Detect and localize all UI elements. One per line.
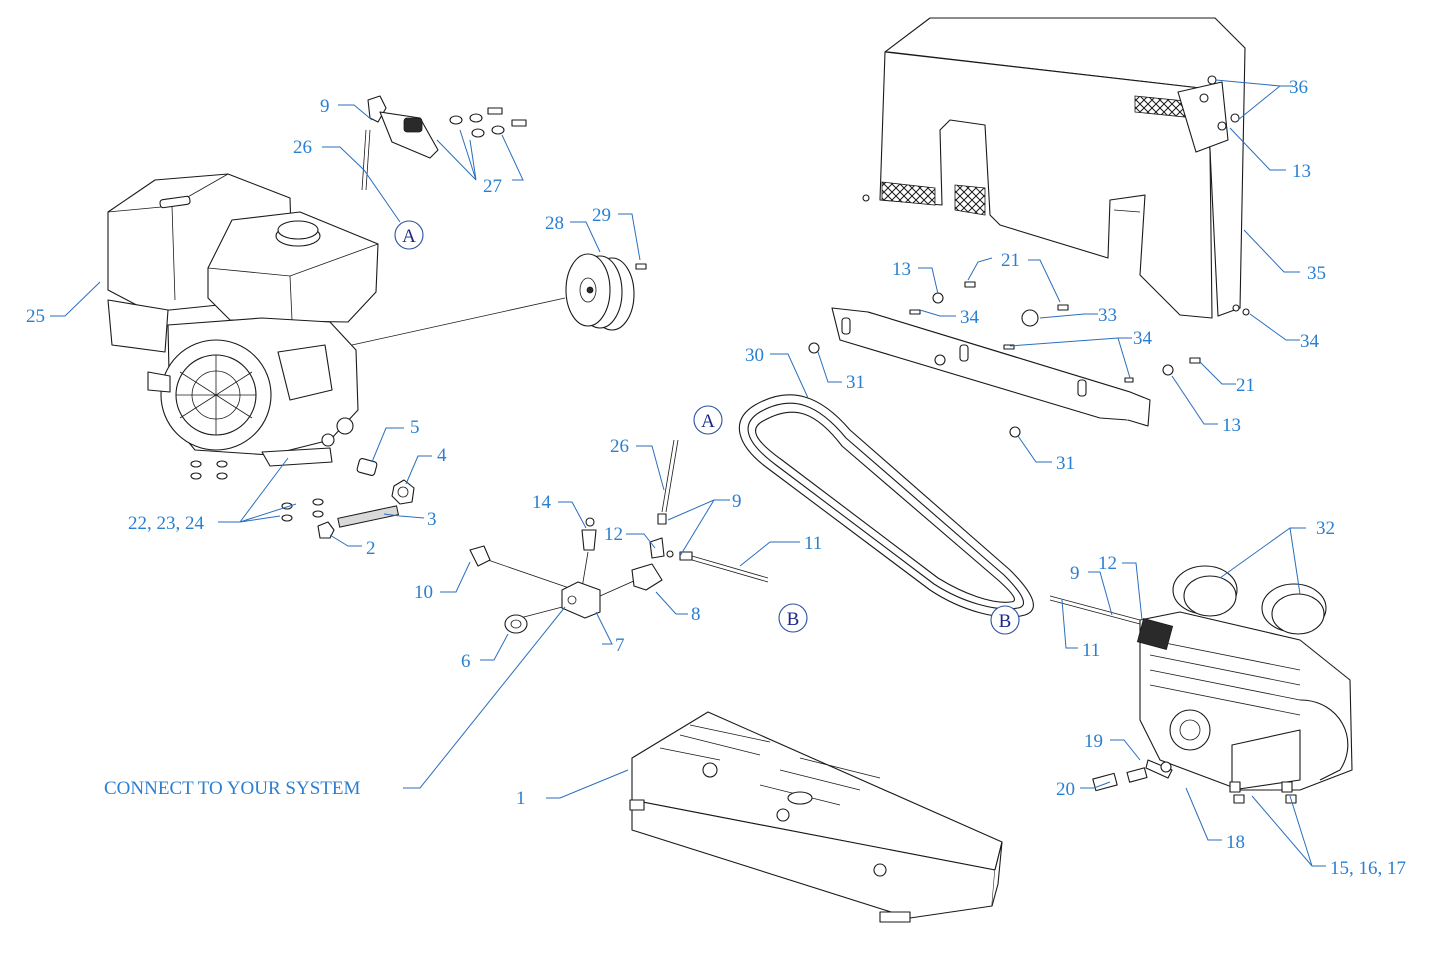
callout-2: 2 — [366, 538, 376, 559]
connector-a-mid-label: A — [701, 411, 715, 432]
v-belt — [738, 394, 1034, 618]
connector-b-left-label: B — [787, 609, 800, 630]
callout-labels: 9 26 27 25 28 29 5 4 3 2 22, 23, 24 14 2… — [26, 77, 1406, 879]
callout-9-throttle: 9 — [320, 96, 330, 117]
callout-7: 7 — [615, 635, 625, 656]
callout-12-pilot: 12 — [604, 524, 623, 545]
callout-19: 19 — [1084, 731, 1103, 752]
callout-32: 32 — [1316, 518, 1335, 539]
callout-8: 8 — [691, 604, 701, 625]
pilot-valve-fittings — [469, 439, 769, 634]
connector-b-right-label: B — [999, 611, 1012, 632]
callout-33: 33 — [1098, 305, 1117, 326]
callout-21-top: 21 — [1001, 250, 1020, 271]
base-frame — [629, 711, 1003, 923]
pulley-28 — [565, 253, 647, 331]
callout-5: 5 — [410, 417, 420, 438]
callout-35: 35 — [1307, 263, 1326, 284]
callout-6: 6 — [461, 651, 471, 672]
callout-29: 29 — [592, 205, 611, 226]
connector-a-mid: A — [693, 405, 723, 435]
callout-31-bottom: 31 — [1056, 453, 1075, 474]
callout-13-guard: 13 — [1292, 161, 1311, 182]
callout-34-guard: 34 — [1300, 331, 1320, 352]
callout-26-throttle: 26 — [293, 137, 312, 158]
callout-22-23-24: 22, 23, 24 — [128, 513, 205, 534]
callout-31-left: 31 — [846, 372, 865, 393]
callout-3: 3 — [427, 509, 437, 530]
connector-b-left: B — [778, 603, 808, 633]
belt-guard — [862, 17, 1250, 319]
callout-18: 18 — [1226, 832, 1245, 853]
callout-34-right: 34 — [1133, 328, 1153, 349]
callout-27: 27 — [483, 176, 502, 197]
connect-to-system-label: CONNECT TO YOUR SYSTEM — [104, 778, 360, 799]
callout-9-pilot: 9 — [732, 491, 742, 512]
callout-30: 30 — [745, 345, 764, 366]
callout-12-pump: 12 — [1098, 553, 1117, 574]
callout-34-left: 34 — [960, 307, 980, 328]
callout-26-pilot: 26 — [610, 436, 629, 457]
callout-28: 28 — [545, 213, 564, 234]
engine-fittings — [317, 458, 415, 539]
connector-markers: A A B B — [394, 220, 1020, 635]
callout-10: 10 — [414, 582, 433, 603]
callout-11-pilot: 11 — [804, 533, 822, 554]
callout-36: 36 — [1289, 77, 1308, 98]
callout-21-right: 21 — [1236, 375, 1255, 396]
callout-25: 25 — [26, 306, 45, 327]
callout-15-16-17: 15, 16, 17 — [1330, 858, 1406, 879]
connector-a-top-label: A — [402, 226, 416, 247]
compressor-pump — [1049, 565, 1353, 804]
engine-assembly — [107, 173, 566, 522]
connector-b-right: B — [990, 605, 1020, 635]
leader-lines — [50, 79, 1326, 867]
callout-9-pump: 9 — [1070, 563, 1080, 584]
callout-14: 14 — [532, 492, 552, 513]
callout-11-pump: 11 — [1082, 640, 1100, 661]
callout-1: 1 — [516, 788, 526, 809]
connector-a-top: A — [394, 220, 424, 250]
guard-bracket — [808, 281, 1201, 438]
callout-20: 20 — [1056, 779, 1075, 800]
throttle-bracket — [361, 95, 527, 191]
callout-4: 4 — [437, 445, 447, 466]
callout-13-bracket-left: 13 — [892, 259, 911, 280]
callout-13-bracket-right: 13 — [1222, 415, 1241, 436]
